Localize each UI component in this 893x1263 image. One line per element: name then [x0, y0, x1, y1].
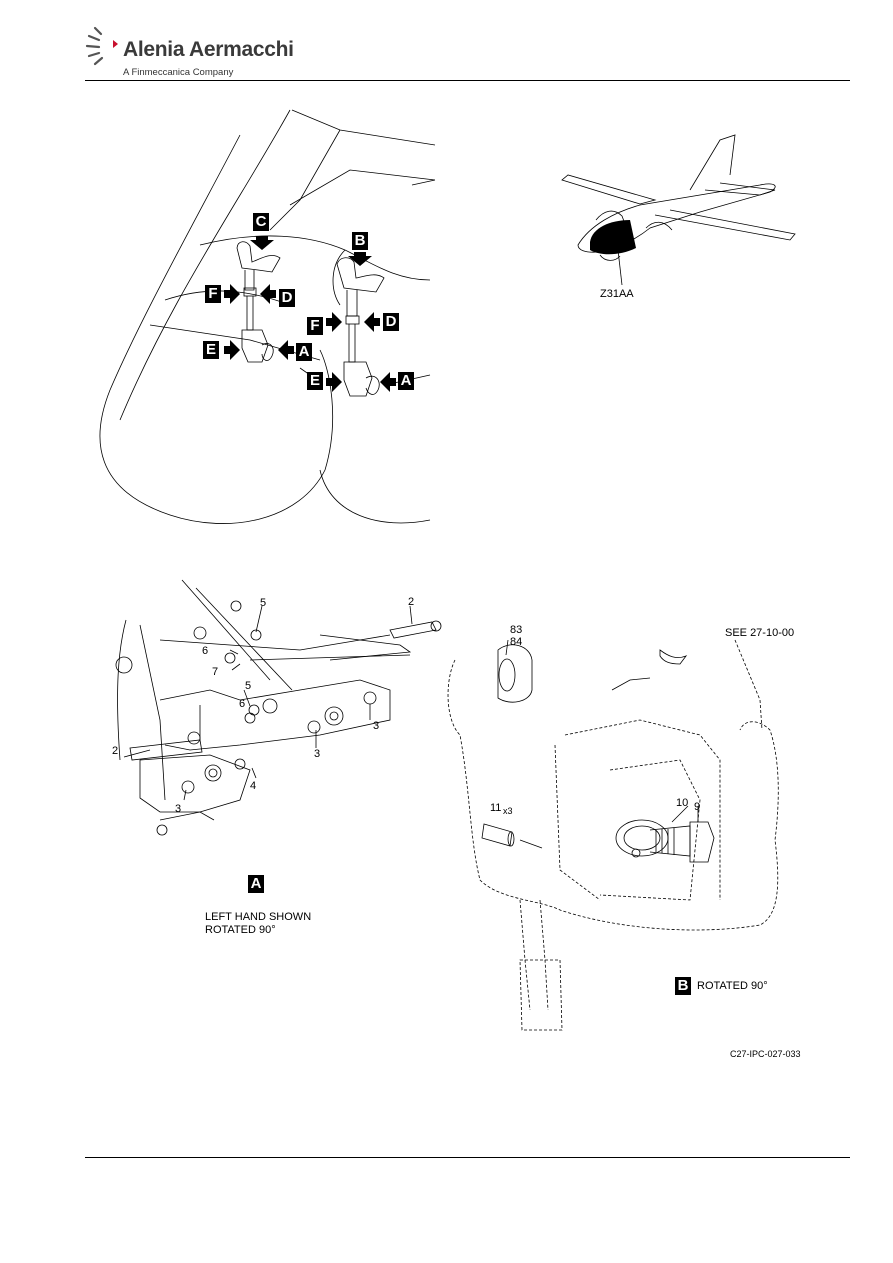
view-letter-a: A [398, 372, 414, 390]
item-label: 83 [510, 624, 523, 636]
header-rule [85, 80, 850, 81]
item-label: 2 [112, 745, 119, 757]
item-label: 9 [694, 801, 701, 813]
figure-reference: C27-IPC-027-033 [730, 1049, 801, 1059]
view-letter-e: E [307, 372, 323, 390]
company-name: Alenia Aermacchi [123, 38, 294, 61]
item-label: 2 [408, 596, 415, 608]
view-letter-a: A [296, 343, 312, 361]
item-label: 3 [373, 720, 380, 732]
item-label: 4 [250, 780, 257, 792]
item-label: 10 [676, 797, 689, 809]
detail-b-view-letter: B [675, 977, 691, 995]
detail-a-caption-line2: ROTATED 90° [205, 924, 276, 936]
item-label: 11 [490, 802, 502, 814]
view-letter-f: F [205, 285, 221, 303]
footer-rule [85, 1157, 850, 1158]
see-reference: SEE 27-10-00 [725, 627, 795, 639]
zone-label: Z31AA [600, 288, 634, 300]
item-label: 5 [245, 680, 252, 692]
item-label: 5 [260, 597, 267, 609]
item-label: 7 [212, 666, 219, 678]
view-letter-d: D [279, 289, 295, 307]
view-letter-d: D [383, 313, 399, 331]
view-letter-c: C [253, 213, 269, 231]
item-label: 84 [510, 636, 523, 648]
company-logo-icon [85, 26, 118, 66]
page-header: Alenia Aermacchi A Finmeccanica Company [85, 22, 850, 82]
view-letter-f: F [307, 317, 323, 335]
detail-a-caption-line1: LEFT HAND SHOWN [205, 911, 312, 923]
company-subtitle: A Finmeccanica Company [123, 67, 234, 78]
view-letter-b: B [352, 232, 368, 250]
detail-a-view-letter: A [248, 875, 264, 893]
item-label: 3 [314, 748, 321, 760]
view-letter-e: E [203, 341, 219, 359]
item-label: 6 [202, 645, 209, 657]
item-quantity: x3 [503, 806, 513, 816]
item-label: 3 [175, 803, 182, 815]
detail-b-caption: ROTATED 90° [697, 980, 768, 992]
item-label: 6 [239, 698, 246, 710]
